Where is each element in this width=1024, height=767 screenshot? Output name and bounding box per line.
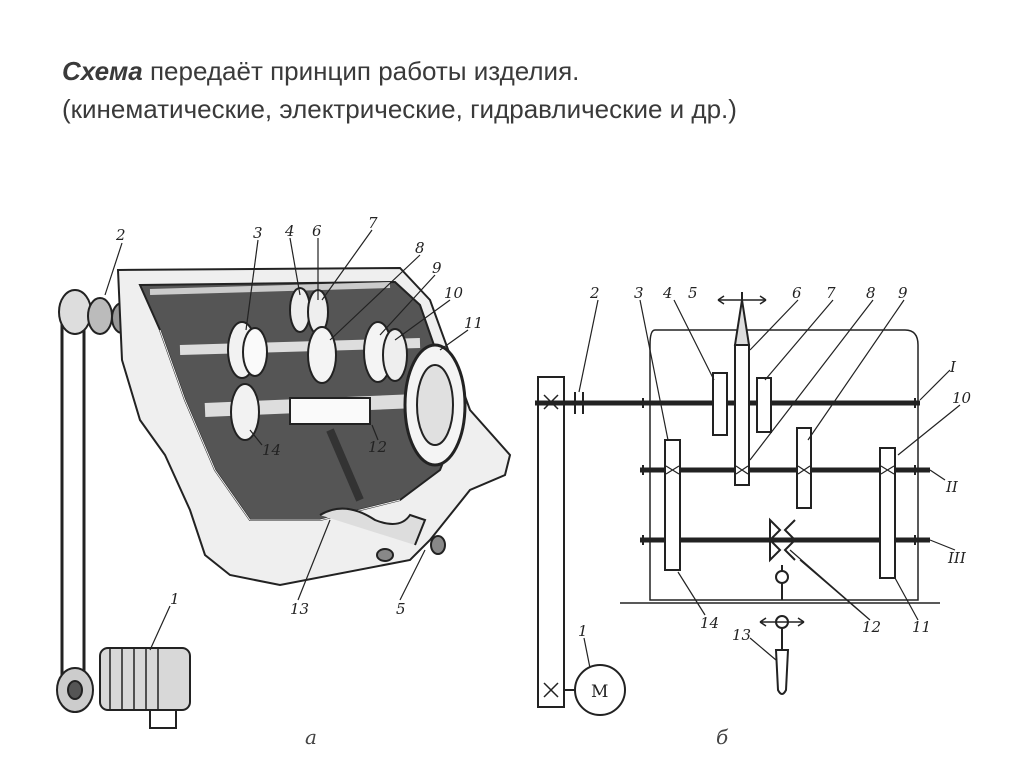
label-b-3: 3 xyxy=(634,284,644,302)
label-a-12: 12 xyxy=(368,438,387,456)
label-b-4: 4 xyxy=(662,284,673,302)
label-a-8: 8 xyxy=(415,239,425,257)
label-a-14: 14 xyxy=(262,441,281,459)
slide-title: Схема передаёт принцип работы изделия. (… xyxy=(62,52,982,128)
caption-a: а xyxy=(305,725,317,749)
label-a-10: 10 xyxy=(444,284,464,302)
figure-a-labels: 1 2 3 4 6 7 8 9 10 11 12 13 14 5 а xyxy=(115,214,483,749)
figure-b-labels: 1 2 3 4 5 6 7 8 9 10 11 12 13 14 I II II… xyxy=(578,284,972,749)
label-b-8: 8 xyxy=(866,284,876,302)
label-a-6: 6 xyxy=(312,222,322,240)
scheme-frame xyxy=(649,329,919,601)
shaft-label-III: III xyxy=(947,549,967,567)
upper-pulley xyxy=(58,289,92,335)
shaft-label-II: II xyxy=(945,478,959,496)
title-term: Схема xyxy=(62,56,143,86)
title-line-1: Схема передаёт принцип работы изделия. xyxy=(62,52,982,90)
motor-label: М xyxy=(591,682,608,702)
label-a-3: 3 xyxy=(253,224,263,242)
label-b-13: 13 xyxy=(732,626,751,644)
label-a-11: 11 xyxy=(464,314,483,332)
label-a-7: 7 xyxy=(368,214,378,232)
belt-drive xyxy=(537,376,565,708)
label-b-7: 7 xyxy=(826,284,836,302)
motor-a xyxy=(99,647,191,711)
label-b-1: 1 xyxy=(578,622,588,640)
label-b-10: 10 xyxy=(952,389,972,407)
label-b-5: 5 xyxy=(688,284,698,302)
figure-a-pictorial xyxy=(56,229,512,729)
label-a-4: 4 xyxy=(284,222,295,240)
label-b-14: 14 xyxy=(700,614,719,632)
label-b-12: 12 xyxy=(862,618,881,636)
figure-b-scheme xyxy=(535,292,961,716)
label-a-9: 9 xyxy=(432,259,442,277)
label-b-11: 11 xyxy=(912,618,931,636)
label-a-2: 2 xyxy=(115,226,126,244)
label-a-5: 5 xyxy=(396,600,406,618)
label-b-6: 6 xyxy=(792,284,802,302)
belt xyxy=(60,300,86,690)
caption-b: б xyxy=(716,725,729,749)
label-b-9: 9 xyxy=(898,284,908,302)
shaft-label-I: I xyxy=(949,358,957,376)
label-a-13: 13 xyxy=(290,600,309,618)
title-rest: передаёт принцип работы изделия. xyxy=(142,56,580,86)
label-b-2: 2 xyxy=(589,284,600,302)
label-a-1: 1 xyxy=(170,590,180,608)
title-line-2: (кинематические, электрические, гидравли… xyxy=(62,94,737,124)
